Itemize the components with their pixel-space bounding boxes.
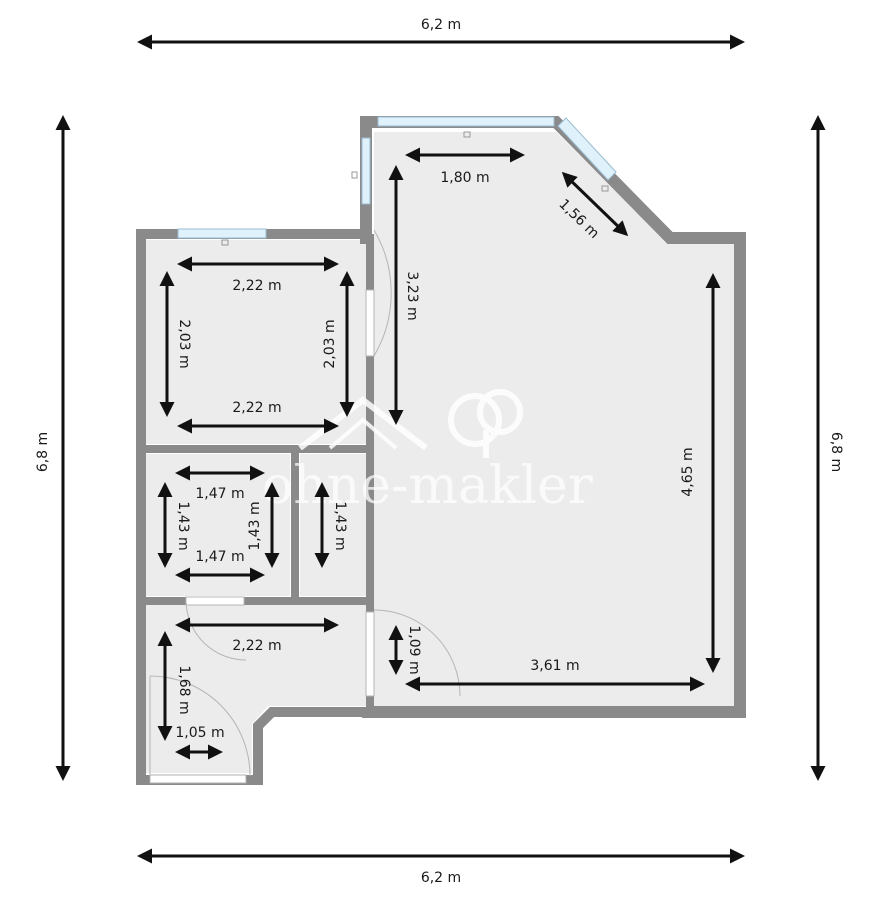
label-hall-width: 2,22 m	[232, 638, 281, 654]
watermark-house-inner	[328, 417, 398, 450]
watermark-tree-icon-2	[477, 389, 523, 435]
hallway-floor	[146, 605, 366, 773]
door-bath-opening	[185, 596, 245, 606]
label-hall-height: 1,68 m	[176, 665, 192, 714]
label-bedroom-height-right: 2,03 m	[322, 319, 338, 368]
window-bedroom	[177, 228, 267, 239]
label-bath-height-right: 1,43 m	[247, 501, 263, 550]
closet-floor	[300, 454, 366, 596]
socket-left	[351, 171, 358, 179]
arrow-main-diagonal	[561, 171, 629, 237]
door-bedroom-opening	[365, 289, 375, 357]
watermark-tree-icon	[448, 393, 502, 447]
main-room-floor	[374, 132, 736, 706]
label-bath-width-bottom: 1,47 m	[195, 549, 244, 565]
window-top	[377, 116, 555, 127]
bedroom-floor	[146, 240, 366, 444]
bedroom-outer-wall	[136, 229, 372, 785]
socket-bedroom	[221, 239, 229, 246]
label-bedroom-width-top: 2,22 m	[232, 278, 281, 294]
label-bath-width-top: 1,47 m	[195, 486, 244, 502]
label-main-height-right: 4,65 m	[680, 447, 696, 496]
door-bath-swing	[185, 600, 247, 661]
socket-top	[463, 131, 471, 138]
label-main-width-top: 1,80 m	[440, 170, 489, 186]
label-overall-top: 6,2 m	[421, 17, 461, 33]
dimension-arrows	[55, 34, 826, 864]
windows	[149, 116, 617, 784]
label-main-door-gap: 1,09 m	[406, 625, 422, 674]
door-main-opening	[365, 611, 375, 697]
label-bedroom-width-bottom: 2,22 m	[232, 400, 281, 416]
label-bedroom-height-left: 2,03 m	[176, 319, 192, 368]
label-main-height-left: 3,23 m	[404, 271, 420, 320]
label-main-width-bottom: 3,61 m	[530, 658, 579, 674]
window-hallway	[149, 774, 247, 784]
label-overall-left: 6,8 m	[35, 432, 51, 472]
label-closet-height: 1,43 m	[332, 501, 348, 550]
window-left-upper	[361, 137, 371, 205]
label-overall-bottom: 6,2 m	[421, 870, 461, 886]
label-hall-entry: 1,05 m	[175, 725, 224, 741]
watermark-text: ohne-makler	[262, 456, 593, 516]
label-bath-height-left: 1,43 m	[175, 501, 191, 550]
label-overall-right: 6,8 m	[828, 432, 844, 472]
